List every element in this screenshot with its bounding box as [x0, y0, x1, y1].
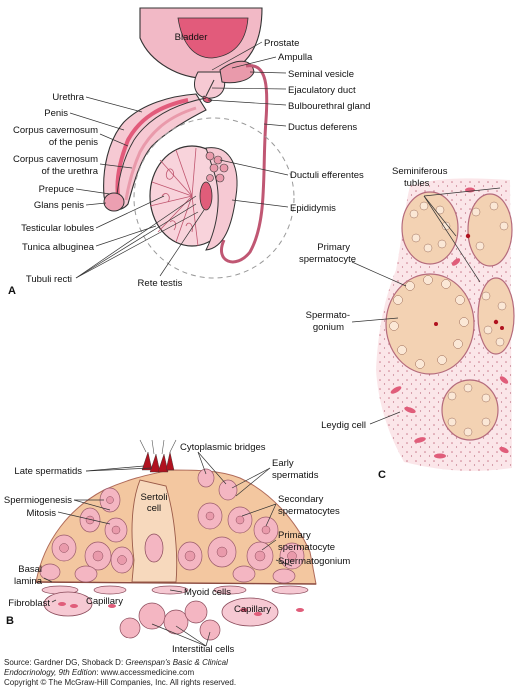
sertoli-cell [131, 479, 178, 583]
tubule-section [385, 273, 475, 375]
label-c-primary-1: Primary [317, 242, 350, 253]
label-tubuli-recti: Tubuli recti [26, 274, 72, 285]
label-epididymis: Epididymis [290, 203, 336, 214]
label-b-primary-1: Primary [278, 530, 311, 541]
source-line-1: Source: Gardner DG, Shoback D: Greenspan… [4, 658, 228, 667]
label-sertoli-1: Sertoli [141, 492, 168, 503]
label-bladder: Bladder [175, 32, 208, 43]
capillary [221, 597, 279, 627]
red-nuclei [434, 233, 504, 330]
label-interstitial-cells: Interstitial cells [172, 644, 235, 655]
ductus-deferens [220, 64, 269, 264]
panel-b-leader-lines [43, 451, 293, 647]
corpus-cavernosum-urethra [124, 106, 197, 201]
label-capillary-right: Capillary [234, 604, 271, 615]
testicular-lobules [149, 147, 199, 247]
label-mitosis: Mitosis [26, 508, 56, 519]
glans-penis [103, 192, 125, 212]
panel-c-leader-lines [351, 187, 501, 425]
source-prefix: Source: Gardner DG, Shoback D: [4, 658, 126, 667]
label-secondary-2: spermatocytes [278, 506, 340, 517]
label-sertoli-2: cell [147, 503, 161, 514]
label-b-primary-2: spermatocyte [278, 542, 335, 553]
ductuli-efferentes [205, 151, 229, 183]
prostate [194, 71, 226, 99]
myoid-cells [41, 585, 309, 595]
label-corpus-cavernosum-penis-2: of the penis [49, 137, 98, 148]
urethra [115, 97, 207, 205]
label-basal-1: Basal [18, 564, 42, 575]
interstitial-cells [119, 600, 221, 641]
source-title-1: Greenspan's Basic & Clinical [125, 658, 228, 667]
label-testicular-lobules: Testicular lobules [21, 223, 94, 234]
label-late-spermatids: Late spermatids [14, 466, 82, 477]
label-early-2: spermatids [272, 470, 319, 481]
germ-cell-nuclei [59, 496, 297, 565]
label-corpus-cavernosum-urethra-1: Corpus cavernosum [13, 154, 98, 165]
label-ductus-deferens: Ductus deferens [288, 122, 357, 133]
rete-testis [199, 181, 213, 211]
corpus-cavernosum-penis [115, 98, 189, 197]
label-secondary-1: Secondary [278, 494, 324, 505]
label-seminiferous-2: tubles [404, 178, 430, 189]
label-prostate: Prostate [264, 38, 299, 49]
label-c-primary-2: spermatocyte [299, 254, 356, 265]
label-seminal-vesicle: Seminal vesicle [288, 69, 354, 80]
label-c-spermatogonium-2: gonium [313, 322, 344, 333]
panel-c-letter: C [378, 469, 386, 481]
label-c-spermatogonium-1: Spermato- [306, 310, 350, 321]
label-penis: Penis [44, 108, 68, 119]
label-fibroblast: Fibroblast [8, 598, 50, 609]
label-urethra: Urethra [52, 92, 84, 103]
panel-c-histology [376, 178, 515, 471]
panel-b-letter: B [6, 615, 14, 627]
red-blood-cells [58, 602, 304, 616]
label-seminiferous-1: Seminiferous [392, 166, 448, 177]
label-prepuce: Prepuce [39, 184, 74, 195]
panel-a-letter: A [8, 285, 16, 297]
label-leydig-cell: Leydig cell [321, 420, 366, 431]
label-ampulla: Ampulla [278, 52, 313, 63]
capillary [43, 591, 93, 617]
source-title-2: Endocrinology, 9th Edition [4, 668, 97, 677]
label-spermatogonium: Spermatogonium [278, 556, 350, 567]
label-myoid-cells: Myoid cells [184, 587, 231, 598]
label-ductuli-efferentes: Ductuli efferentes [290, 170, 364, 181]
panel-a-leader-lines [69, 41, 289, 279]
label-ejaculatory-duct: Ejaculatory duct [288, 85, 356, 96]
label-early-1: Early [272, 458, 294, 469]
source-url: : www.accessmedicine.com [96, 668, 195, 677]
label-capillary-left: Capillary [86, 596, 123, 607]
copyright-line: Copyright © The McGraw-Hill Companies, I… [4, 678, 237, 687]
panel-b-epithelium [35, 439, 317, 641]
label-rete-testis: Rete testis [138, 278, 183, 289]
late-spermatids [141, 451, 175, 473]
ejaculatory-duct [205, 79, 215, 97]
panel-a-anatomy [103, 7, 295, 279]
label-spermiogenesis: Spermiogenesis [4, 495, 72, 506]
label-corpus-cavernosum-penis-1: Corpus cavernosum [13, 125, 98, 136]
label-corpus-cavernosum-urethra-2: of the urethra [41, 166, 98, 177]
sperm-tails [139, 439, 177, 455]
label-tunica-albuginea: Tunica albuginea [22, 242, 95, 253]
tubule-cells [389, 201, 509, 437]
bladder-lumen [177, 17, 249, 59]
label-basal-2: lamina [14, 576, 43, 587]
label-glans-penis: Glans penis [34, 200, 84, 211]
scrotum-outline [133, 117, 295, 279]
basal-lamina [35, 581, 317, 585]
sertoli-nucleus [144, 533, 164, 563]
label-cytoplasmic-bridges: Cytoplasmic bridges [180, 442, 266, 453]
label-bulbourethral-gland: Bulbourethral gland [288, 101, 370, 112]
source-line-2: Endocrinology, 9th Edition: www.accessme… [4, 668, 194, 677]
